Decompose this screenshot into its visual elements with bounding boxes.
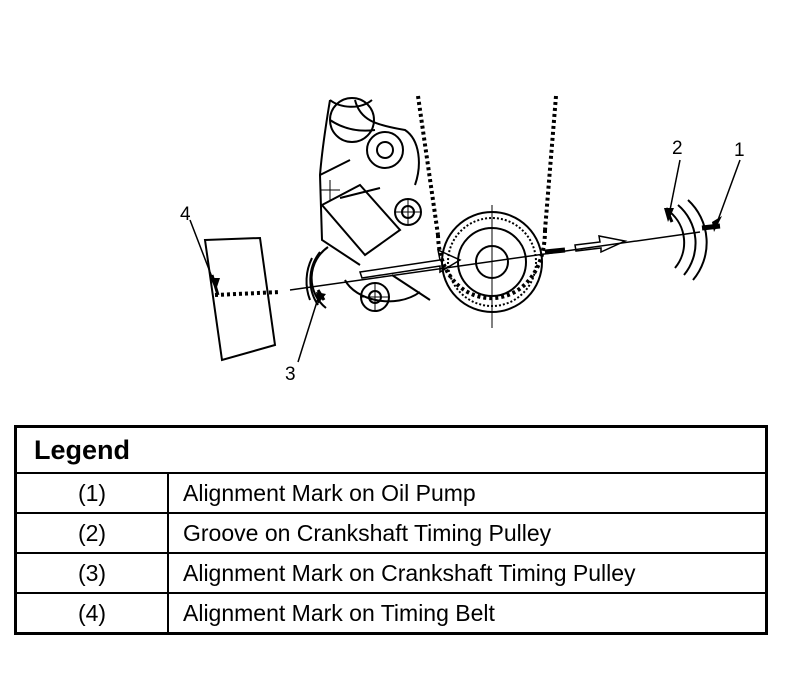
legend-row: (4) Alignment Mark on Timing Belt: [14, 592, 768, 635]
legend-number: (2): [14, 512, 169, 554]
legend-row: (1) Alignment Mark on Oil Pump: [14, 472, 768, 514]
legend-number: (1): [14, 472, 169, 514]
oil-pump-mark: [664, 199, 721, 281]
callout-4: 4: [180, 204, 191, 225]
legend-description: Alignment Mark on Crankshaft Timing Pull…: [167, 552, 768, 594]
legend-description: Alignment Mark on Timing Belt: [167, 592, 768, 635]
callout-1: 1: [734, 140, 745, 161]
legend-title: Legend: [14, 425, 768, 474]
timing-belt-diagram: 1 2 3 4: [180, 95, 745, 385]
legend-header-row: Legend: [14, 425, 768, 474]
legend-number: (3): [14, 552, 169, 594]
tensioner-bracket: [318, 97, 431, 312]
callout-3: 3: [285, 364, 296, 385]
legend-number: (4): [14, 592, 169, 635]
direction-arrow: [359, 248, 462, 279]
legend-table: Legend (1) Alignment Mark on Oil Pump (2…: [14, 425, 768, 635]
timing-belt-section: [203, 236, 281, 362]
direction-arrow: [574, 235, 628, 254]
legend-description: Groove on Crankshaft Timing Pulley: [167, 512, 768, 554]
alignment-line: [289, 231, 701, 291]
callout-2: 2: [672, 138, 683, 159]
legend-row: (3) Alignment Mark on Crankshaft Timing …: [14, 552, 768, 594]
legend-description: Alignment Mark on Oil Pump: [167, 472, 768, 514]
legend-row: (2) Groove on Crankshaft Timing Pulley: [14, 512, 768, 554]
